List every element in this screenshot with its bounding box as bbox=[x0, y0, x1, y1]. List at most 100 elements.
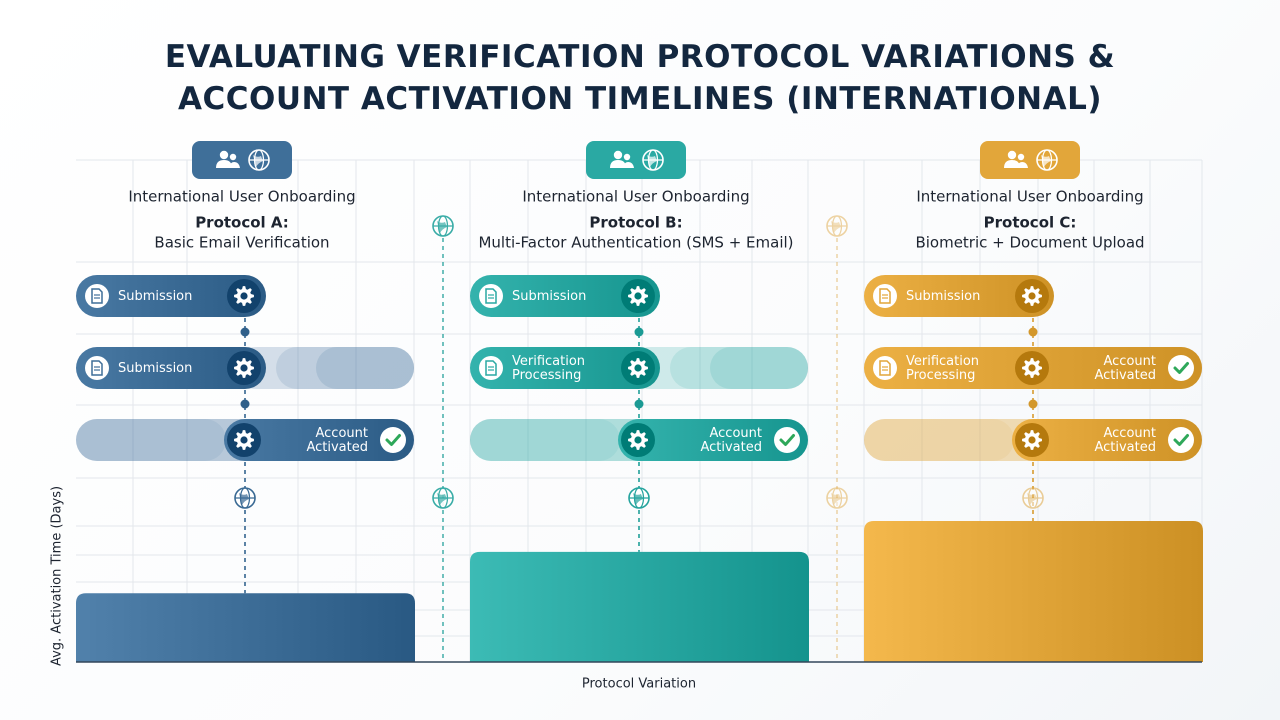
globe-icon-meridian bbox=[831, 215, 843, 237]
chart-title-line-1: EVALUATING VERIFICATION PROTOCOL VARIATI… bbox=[164, 39, 1116, 75]
step-pill-bg bbox=[618, 419, 808, 461]
globe-icon bbox=[628, 487, 650, 509]
check-icon bbox=[1168, 427, 1194, 453]
step-pill-trail bbox=[76, 419, 226, 461]
users-icon-head bbox=[219, 150, 229, 160]
document-icon bbox=[479, 284, 503, 308]
step-label-line: Verification bbox=[906, 354, 979, 369]
protocol-name: Protocol C: bbox=[984, 214, 1077, 232]
step-pill-trail bbox=[630, 347, 808, 389]
step-pill-trail bbox=[236, 347, 414, 389]
step-label-line: Account bbox=[316, 426, 369, 441]
globe-icon-outline bbox=[826, 215, 848, 237]
users-icon bbox=[610, 150, 634, 168]
step-label-line: Processing bbox=[906, 368, 975, 383]
users-icon bbox=[216, 150, 240, 168]
globe-icon bbox=[234, 487, 256, 509]
connector-dot bbox=[240, 327, 250, 337]
globe-icon-meridian bbox=[831, 487, 843, 509]
step-label-line: Submission bbox=[512, 289, 586, 304]
connector-dot bbox=[634, 399, 644, 409]
gear-icon-hub bbox=[634, 292, 642, 300]
globe-icon bbox=[642, 149, 664, 171]
globe-icon bbox=[432, 215, 454, 237]
step-label: Submission bbox=[118, 361, 192, 376]
gear-icon bbox=[227, 423, 261, 457]
step-pill-bg bbox=[470, 347, 660, 389]
gear-icon-hub bbox=[1028, 364, 1036, 372]
document-icon-bg bbox=[873, 356, 897, 380]
step-label-line: Activated bbox=[306, 440, 368, 455]
document-icon-bg bbox=[873, 284, 897, 308]
document-icon-page bbox=[91, 360, 103, 376]
globe-icon-land bbox=[647, 155, 657, 167]
protocol-method: Multi-Factor Authentication (SMS + Email… bbox=[478, 234, 793, 252]
document-icon-bg bbox=[85, 356, 109, 380]
gear-icon bbox=[227, 351, 261, 385]
bars bbox=[76, 520, 1203, 662]
gear-icon bbox=[1015, 279, 1049, 313]
connector-dot bbox=[1028, 327, 1038, 337]
step-pill-trail bbox=[864, 419, 1054, 461]
globe-icon-outline bbox=[826, 487, 848, 509]
check-icon-mark bbox=[385, 434, 401, 446]
connector-dot bbox=[240, 399, 250, 409]
step-label-line: Account bbox=[710, 426, 763, 441]
step-pill-trail bbox=[316, 347, 414, 389]
step-pill-trail bbox=[864, 419, 1014, 461]
users-icon bbox=[1004, 150, 1028, 168]
globe-icon-land bbox=[253, 155, 263, 167]
gear-icon-hub bbox=[240, 436, 248, 444]
document-icon-page bbox=[879, 288, 891, 304]
step-pill-trail bbox=[670, 347, 808, 389]
document-icon-page bbox=[485, 288, 497, 304]
step-pill-bg bbox=[224, 419, 414, 461]
check-icon-bg bbox=[1168, 355, 1194, 381]
chart-title: EVALUATING VERIFICATION PROTOCOL VARIATI… bbox=[0, 36, 1280, 120]
header-badge-bg bbox=[980, 141, 1080, 179]
protocol-name: Protocol A: bbox=[195, 214, 289, 232]
step-pill-1: Submission bbox=[470, 275, 660, 317]
step-pill-trail bbox=[470, 419, 620, 461]
check-icon-mark bbox=[1173, 434, 1189, 446]
connector-dot bbox=[634, 327, 644, 337]
users-icon-body-2 bbox=[229, 162, 240, 168]
gear-icon bbox=[1015, 423, 1049, 457]
step-pill-trail bbox=[470, 419, 660, 461]
check-icon-mark bbox=[1173, 362, 1189, 374]
globe-icon bbox=[432, 487, 454, 509]
document-icon bbox=[873, 284, 897, 308]
bar-protocol-a bbox=[76, 593, 415, 662]
globe-icon-land bbox=[831, 493, 841, 505]
step-pill-bg bbox=[1012, 419, 1202, 461]
x-axis-label: Protocol Variation bbox=[582, 677, 696, 692]
document-icon bbox=[873, 356, 897, 380]
gear-icon-hub bbox=[634, 436, 642, 444]
step-pill-trail bbox=[76, 419, 266, 461]
header-badge bbox=[980, 141, 1080, 179]
globe-icon-land bbox=[831, 221, 841, 233]
step-label-line: Verification bbox=[512, 354, 585, 369]
gear-icon-hub bbox=[1028, 292, 1036, 300]
gear-icon-hub bbox=[240, 292, 248, 300]
header-badge bbox=[192, 141, 292, 179]
step-label: Submission bbox=[118, 289, 192, 304]
users-icon-body bbox=[216, 160, 232, 168]
protocol-name: Protocol B: bbox=[589, 214, 682, 232]
header-badge bbox=[586, 141, 686, 179]
document-icon bbox=[479, 356, 503, 380]
gear-icon bbox=[1015, 351, 1049, 385]
users-icon-body bbox=[610, 160, 626, 168]
globe-icon-land bbox=[239, 493, 249, 505]
globe-icon-land bbox=[437, 221, 447, 233]
document-icon-page bbox=[91, 288, 103, 304]
